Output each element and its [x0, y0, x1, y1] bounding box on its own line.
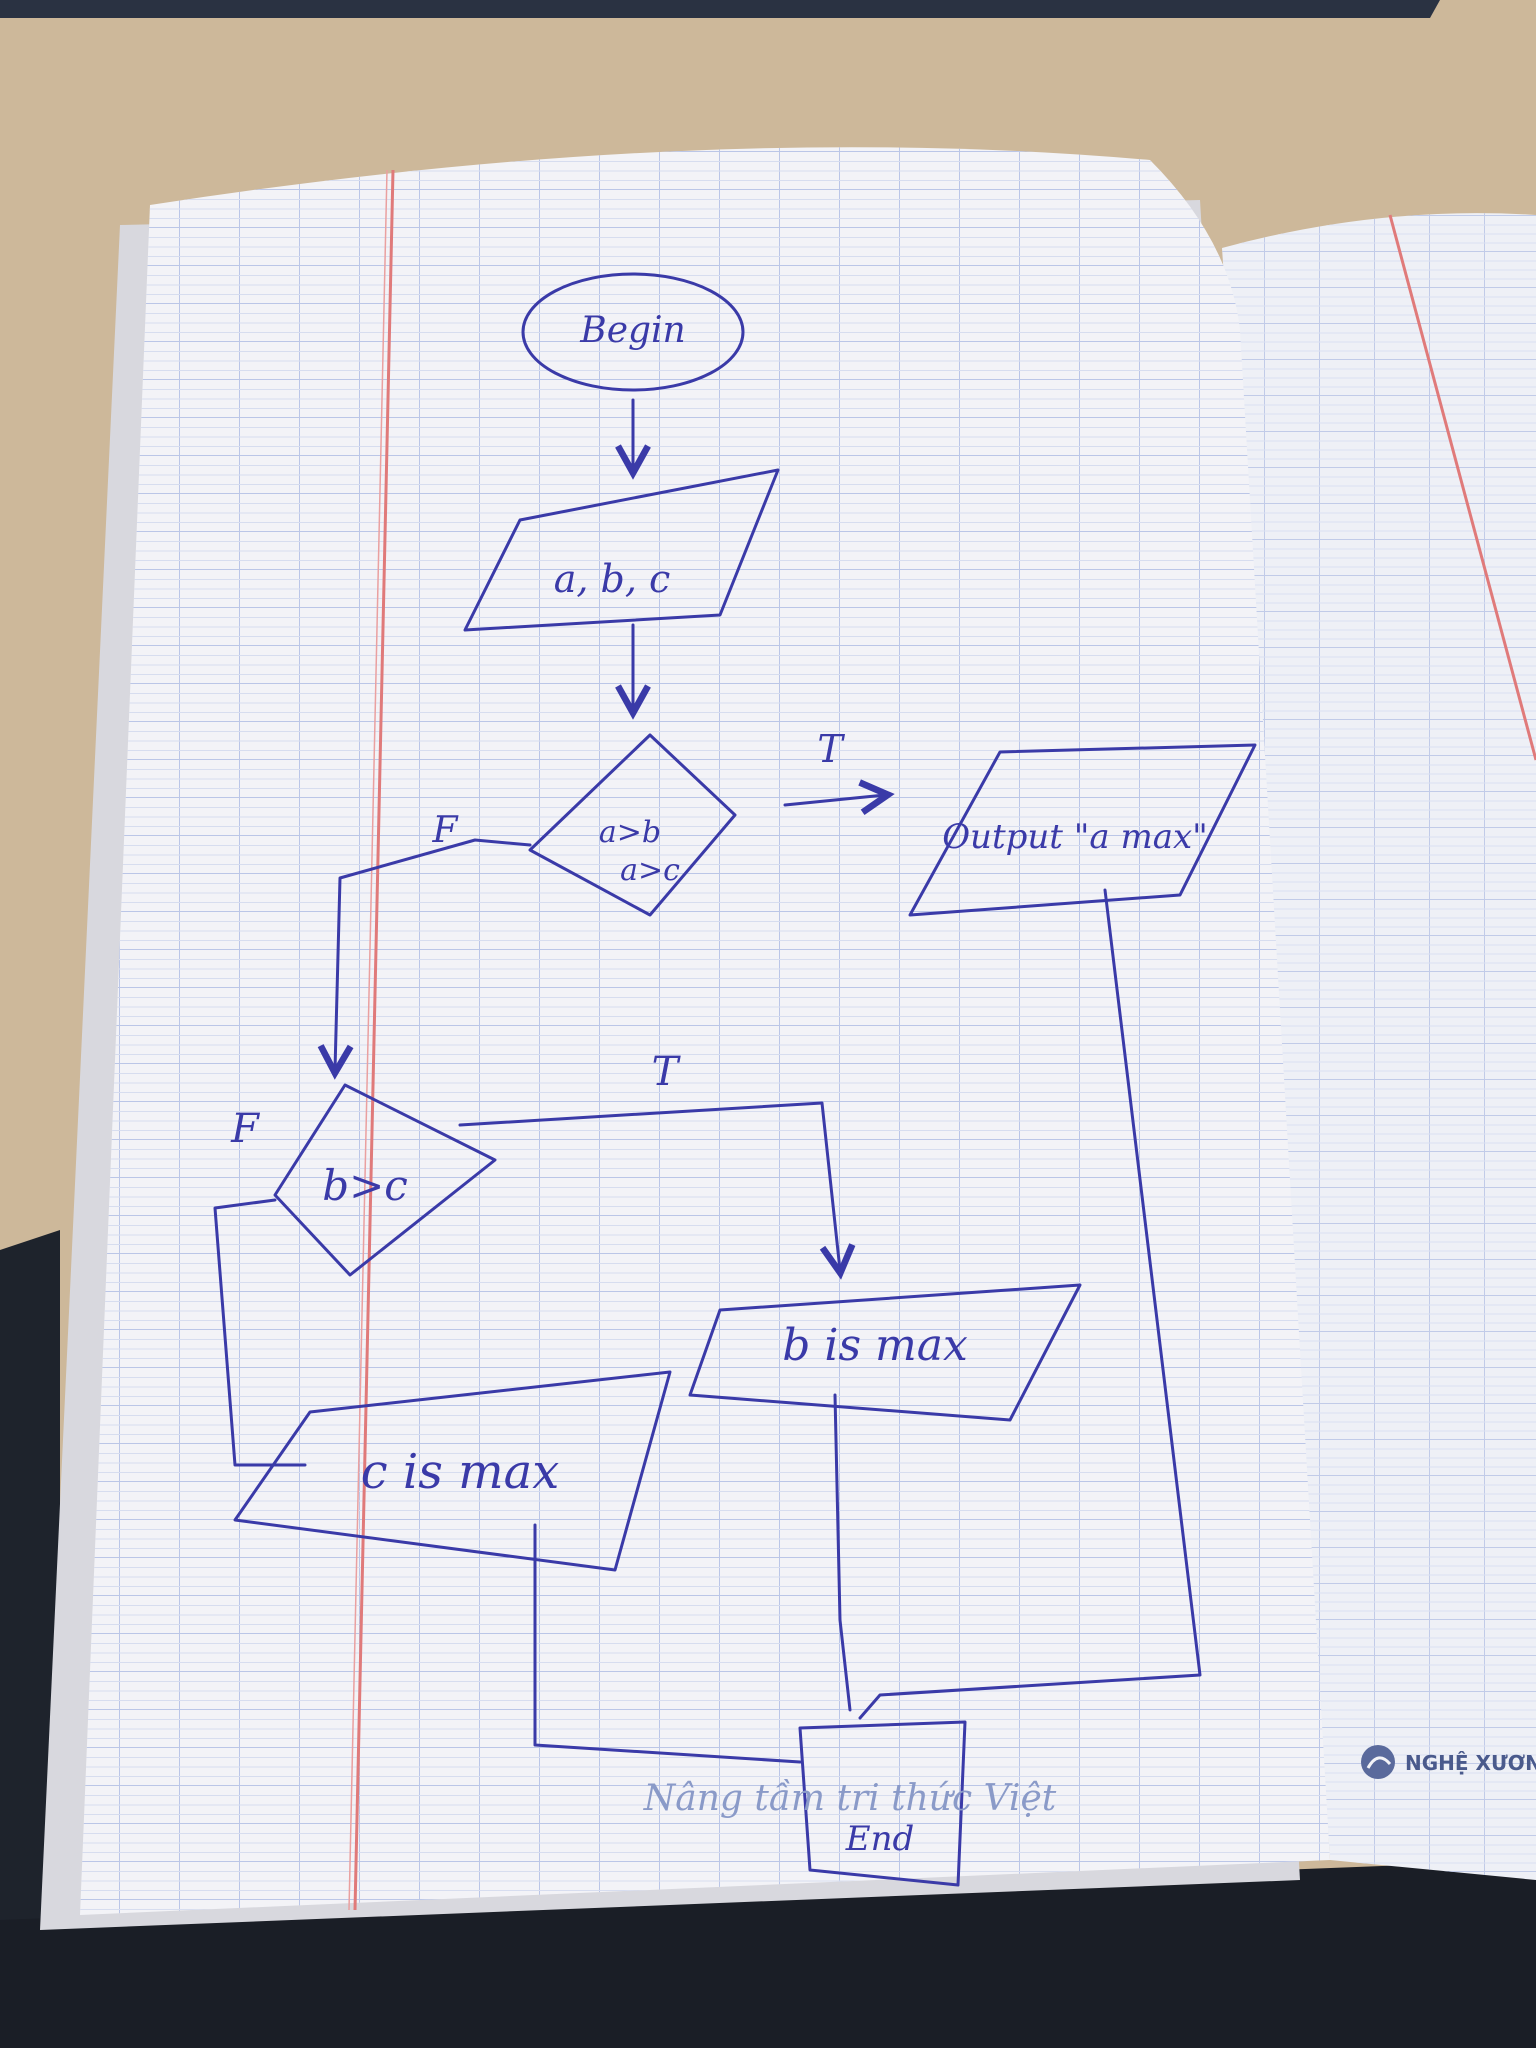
decision1-true-label: T [817, 727, 845, 771]
right-margin-line [1388, 214, 1536, 761]
arrow-output-a-end [858, 888, 1202, 1720]
decision2-diamond [273, 1083, 497, 1277]
output-b-box [688, 1283, 1082, 1422]
arrow-output-c-end [533, 1523, 802, 1764]
decision2-false-label: F [230, 1106, 260, 1152]
start-label: Begin [579, 310, 686, 351]
arrow-output-b-end [833, 1393, 852, 1712]
decision1-line2: a>c [620, 853, 680, 888]
arrow-decision2-false [213, 1198, 307, 1467]
output-c-box [233, 1370, 672, 1572]
decision2-true-label: T [652, 1049, 682, 1095]
arrow-decision1-false [317, 838, 532, 1080]
flowchart [213, 272, 1257, 1887]
arrow-decision2-true [458, 1101, 856, 1280]
end-terminal [798, 1720, 967, 1887]
decision1-line1: a>b [599, 815, 661, 850]
end-label: End [845, 1819, 914, 1859]
output-a-label: Output "a max" [942, 817, 1208, 857]
slogan: Nâng tầm tri thức Việt [643, 1778, 1057, 1819]
margin-line [353, 169, 395, 1911]
output-b-label: b is max [782, 1320, 968, 1371]
arrow-decision1-true [783, 779, 895, 816]
decision1-diamond [528, 733, 737, 917]
start-terminal [521, 272, 745, 392]
brand-name: NGHỆ XƯƠNG [1405, 1751, 1536, 1775]
laptop-edge [0, 0, 1440, 18]
decision1-false-label: F [432, 810, 460, 851]
brand-logo [1361, 1745, 1395, 1779]
output-c-label: c is max [361, 1444, 560, 1500]
input-box [463, 468, 780, 632]
input-label: a, b, c [554, 557, 671, 601]
decision2-label: b>c [322, 1161, 408, 1210]
output-a-box [908, 743, 1257, 917]
